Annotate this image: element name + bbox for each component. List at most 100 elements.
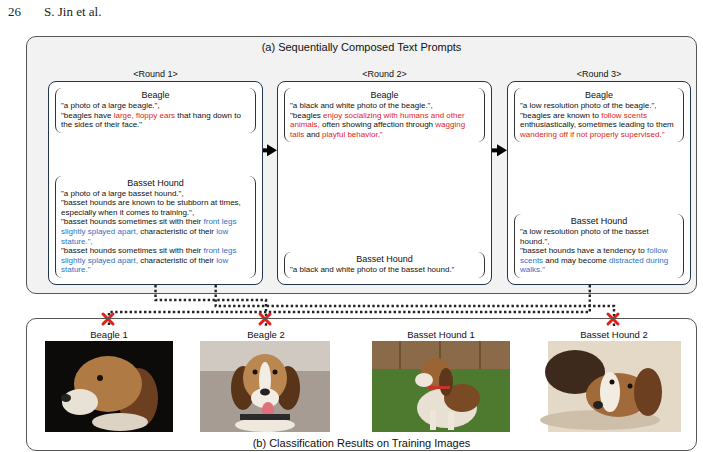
prompt-word: distracted [609,256,646,265]
prompt-word: "beagles [290,111,323,120]
prompt-word: floppy [136,111,160,120]
prompt-word: and [306,130,322,139]
prompt-word: animals, [290,120,322,129]
prompt-word: with [169,217,185,226]
beagle-photo [45,341,173,432]
prompt-word: leading [619,120,647,129]
image-card: Basset Hound 1 [371,327,511,435]
prompt-word: their [186,246,204,255]
image-card: Basset Hound 2 [544,327,684,435]
prompt-word: scents [520,256,545,265]
prompt-word: wandering [520,130,559,139]
image-label: Basset Hound 1 [371,329,511,340]
image-label: Beagle 1 [39,329,179,340]
basset-photo [372,341,510,432]
prompt-word: face." [122,120,142,129]
round-heading: <Round 1> [55,69,256,79]
prompt-word: front [204,217,222,226]
prompt-text: "beagles are known to follow scents enth… [520,111,678,140]
prompt-word: and [431,111,447,120]
running-head: S. Jin et al. [44,4,101,20]
figure-panel: <Round 1>Beagle"a photo of a large beagl… [26,36,697,294]
prompt-word: legs [222,217,237,226]
prompt-word: apart, [117,227,140,236]
wrong-mark [103,314,113,324]
prompt-word: off [559,130,570,139]
prompt-word: known [567,111,592,120]
prompt-text: "beagles have large, floppy ears that ha… [61,111,250,130]
prompt-text: "a low resolution photo of the beagle.", [520,101,678,111]
figure-panel: Beagle 1 Beagle 2 Basset Hound 1 Basset Hou… [26,318,697,451]
prompt-word: large, [114,111,136,120]
prompt-word: of [190,227,199,236]
prompt-text: "beagles enjoy socializing with humans a… [290,111,479,140]
round-box: <Round 1>Beagle"a photo of a large beagl… [48,81,263,285]
prompt-word: sit [159,246,169,255]
basset-photo [540,341,681,432]
prompt-word: characteristic [140,256,189,265]
round-box: <Round 2>Beagle"a black and white photo … [277,81,492,285]
prompt-word: properly [590,130,621,139]
panel-title: (a) Sequentially Composed Text Prompts [27,41,696,53]
prompt-word: sides [74,120,95,129]
prompt-word: sometimes [118,217,159,226]
prompt-word: their [198,256,216,265]
prompt-word: walks." [520,265,545,274]
image-label: Basset Hound 2 [544,329,684,340]
prompt-word: front [204,246,222,255]
prompt-word: their [198,227,216,236]
image-label: Beagle 2 [196,329,336,340]
prompt-word: a [597,246,604,255]
prompt-word: "beagles [61,111,94,120]
prompt-word: down [213,111,234,120]
prompt-word: enthusiastically, [520,120,578,129]
round-box: <Round 3>Beagle"a low resolution photo o… [507,81,691,285]
prompt-word: stature." [61,265,91,274]
prompt-word: to [234,111,241,120]
prompt-word: "basset [520,246,549,255]
class-name: Basset Hound [290,254,479,264]
prompt-word: scents [624,111,647,120]
prompt-word: splayed [88,227,118,236]
prompt-word: are [553,111,567,120]
prompt-group: Basset Hound"a photo of a large basset h… [55,176,256,278]
prompt-word: "basset [61,217,90,226]
class-name: Basset Hound [61,178,250,188]
prompt-word: through [406,120,435,129]
prompt-word: tendency [603,246,638,255]
prompt-word: wagging [435,120,465,129]
prompt-word: their [104,120,122,129]
wrong-mark [260,314,270,324]
prompt-word: to [647,120,656,129]
prompt-word: other [446,111,464,120]
round-heading: <Round 2> [284,69,485,79]
page-number: 26 [8,4,21,20]
prompt-word: slightly [61,256,88,265]
prompt-text: "a black and white photo of the beagle."… [290,101,479,111]
prompt-word: may [561,256,578,265]
prompt-word: to [638,246,647,255]
prompt-word: if [570,130,576,139]
prompt-word: low [216,256,228,265]
prompt-word: stature.", [61,237,93,246]
prompt-word: often [322,120,342,129]
prompt-word: supervised." [621,130,665,139]
prompt-word: splayed [88,256,118,265]
prompt-word: that [177,111,193,120]
prompt-word: sit [159,217,169,226]
prompt-text: "a low resolution photo of the basset ho… [520,227,678,246]
prompt-word: playful [322,130,347,139]
prompt-word: slightly [61,227,88,236]
prompt-group: Basset Hound"a low resolution photo of t… [514,214,684,278]
prompt-text: "a photo of a large basset hound.", [61,189,250,199]
prompt-text: "basset hounds have a tendency to follow… [520,246,678,275]
prompt-group: Beagle"a black and white photo of the be… [284,88,485,142]
prompt-word: have [577,246,597,255]
prompt-word: of [190,256,199,265]
image-card: Beagle 2 [196,327,336,435]
prompt-word: hang [193,111,213,120]
prompt-word: ears [159,111,177,120]
class-name: Basset Hound [520,216,678,226]
prompt-word: enjoy [323,111,344,120]
prompt-word: not [576,130,589,139]
